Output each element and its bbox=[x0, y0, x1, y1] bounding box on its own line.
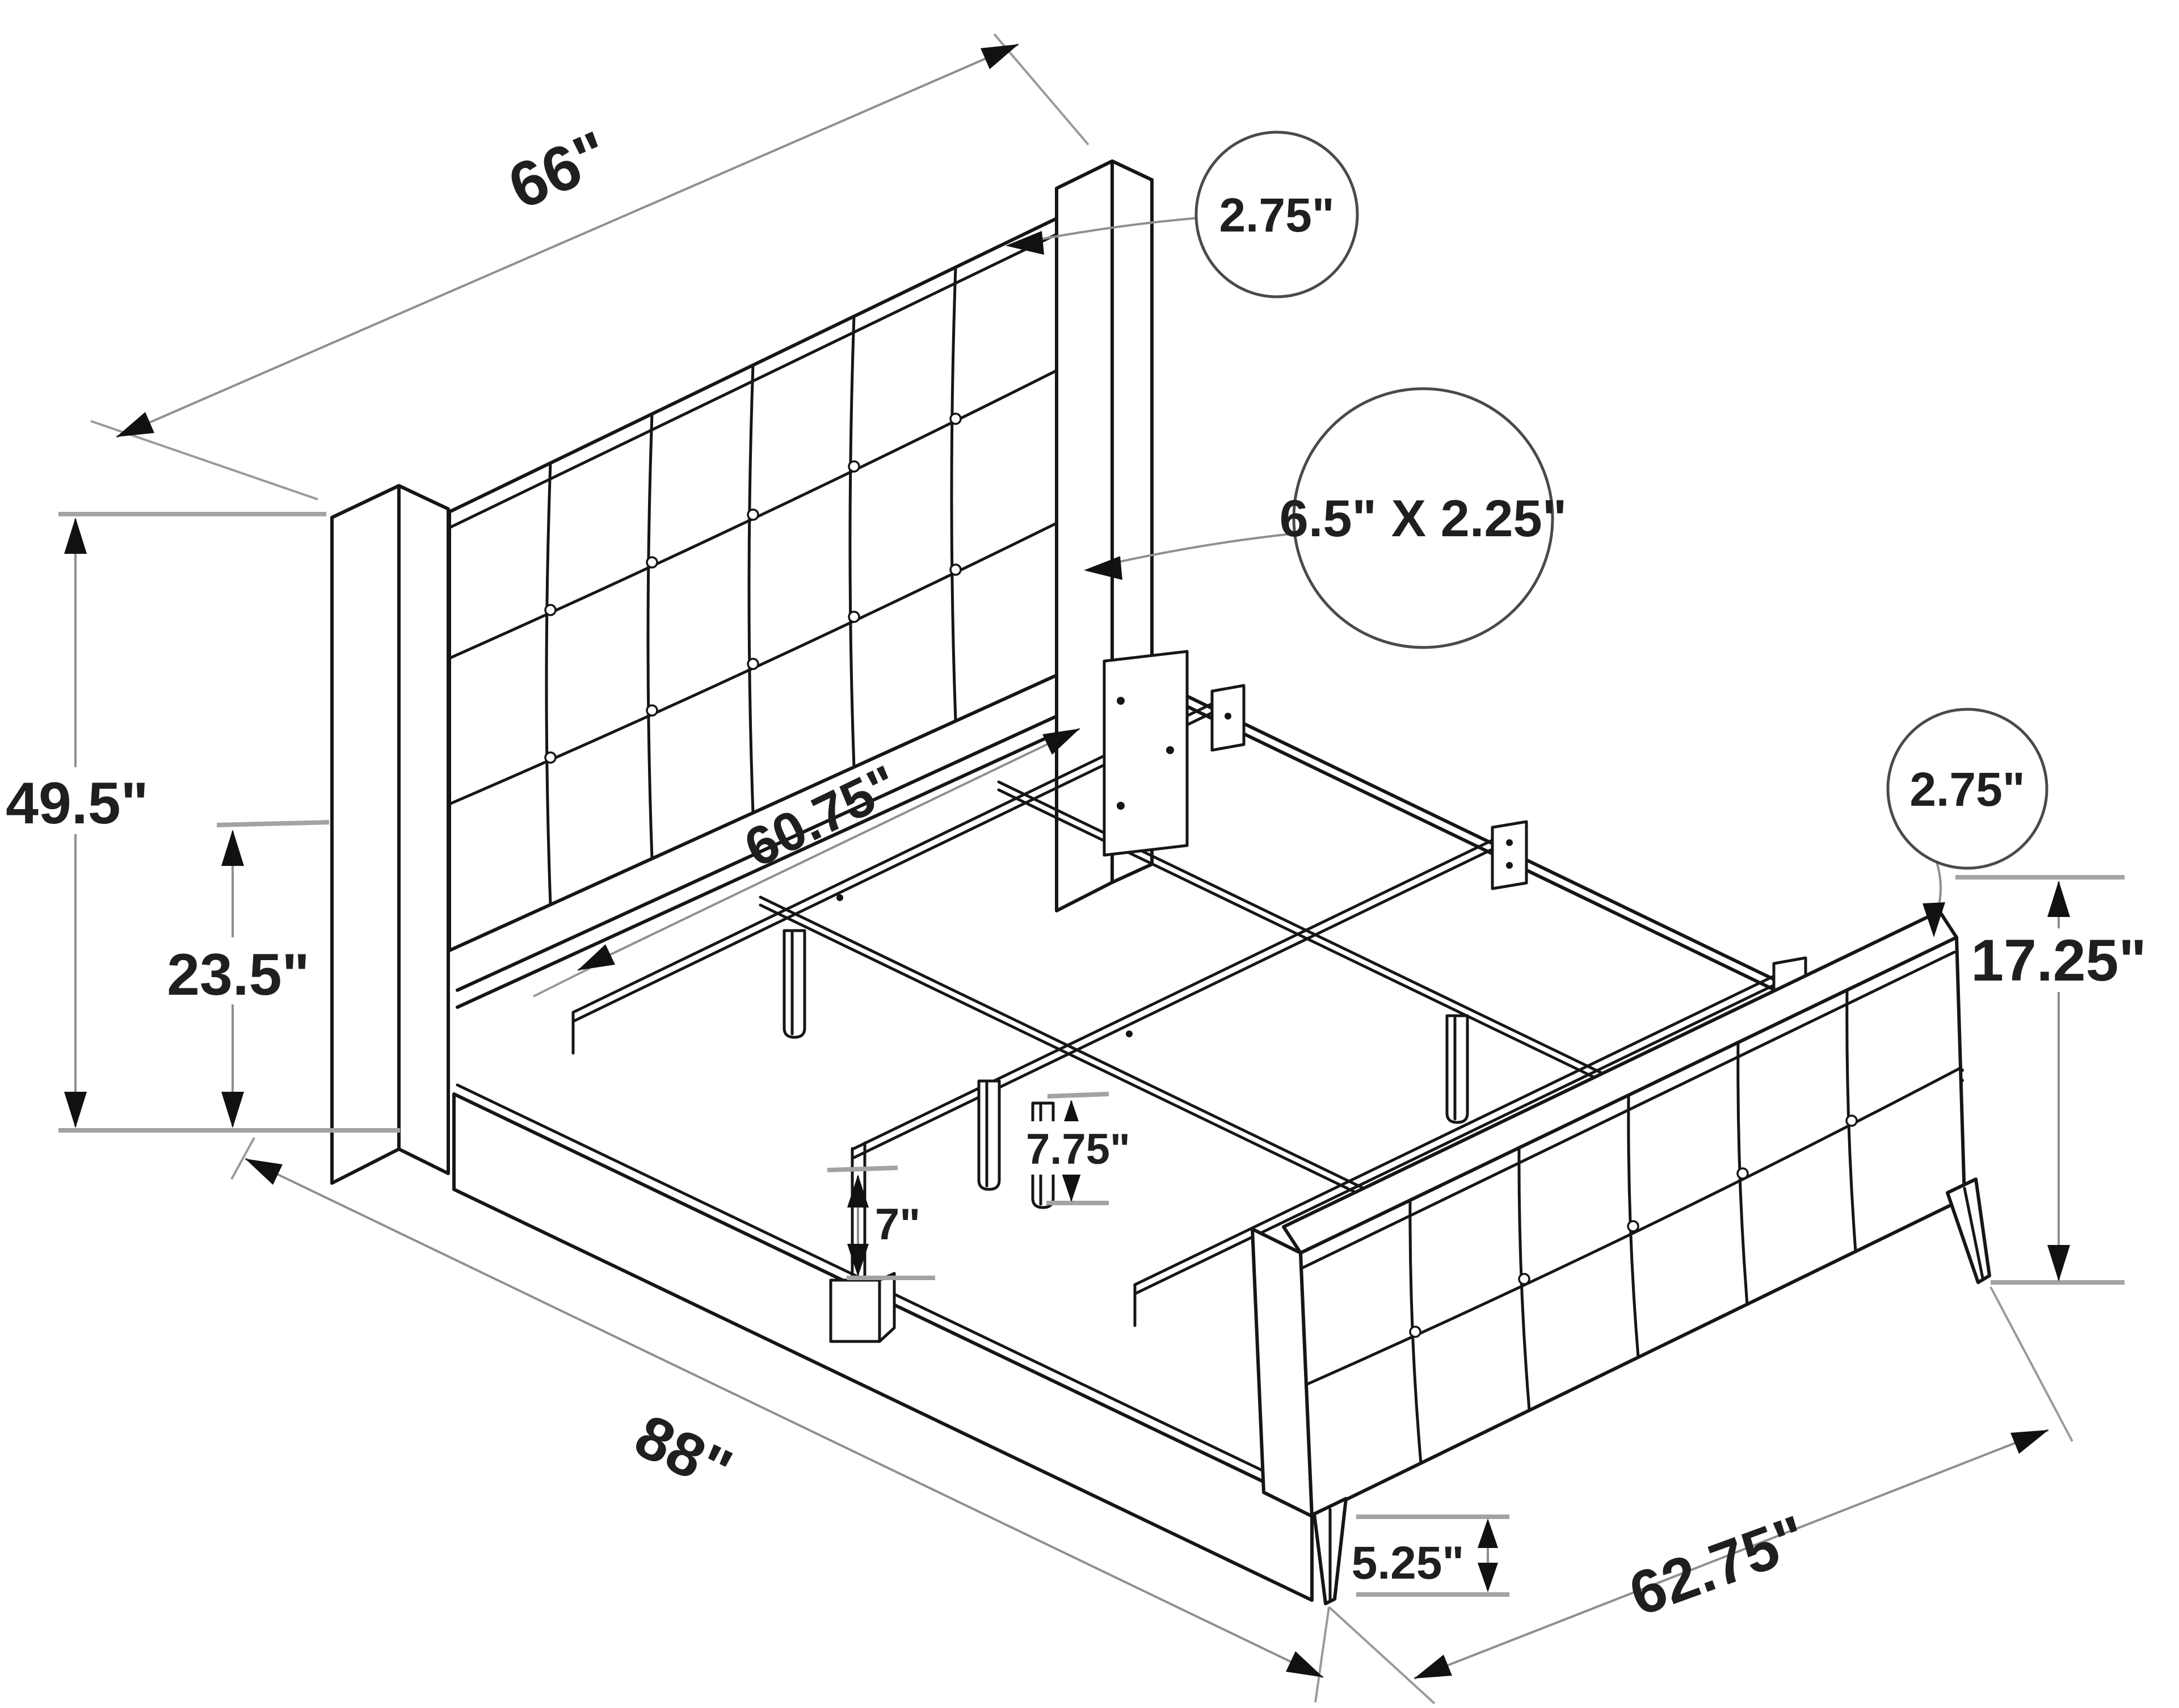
label-headboard-height: 49.5" bbox=[6, 771, 149, 836]
left-post-front-face bbox=[330, 484, 401, 1185]
arrowhead-icon bbox=[847, 1175, 869, 1208]
head-rail-bottom-edge bbox=[456, 709, 1108, 1009]
label-frame-width: 62.75" bbox=[1621, 1502, 1815, 1629]
arrowhead-icon bbox=[1414, 1655, 1452, 1678]
bed-frame-drawing bbox=[330, 159, 1991, 1605]
arrowhead-icon bbox=[2047, 881, 2070, 917]
callout-circle-headboard-thickness bbox=[1194, 131, 1359, 298]
extension-ticks bbox=[58, 33, 2125, 1705]
slat-end-plates bbox=[1210, 684, 1807, 1024]
label-headboard-thickness: 2.75" bbox=[1219, 188, 1334, 242]
arrowhead-icon bbox=[64, 518, 87, 554]
arrowhead-icon bbox=[1923, 902, 1945, 937]
dimension-arrowheads bbox=[64, 44, 2070, 1678]
arrowhead-icon bbox=[2010, 1430, 2048, 1454]
label-headboard-width: 66" bbox=[498, 117, 619, 222]
center-support-legs bbox=[783, 929, 1469, 1209]
arrowhead-icon bbox=[578, 944, 615, 970]
dim-line-62-75 bbox=[1414, 1429, 2049, 1680]
callout-bubbles bbox=[1006, 131, 2048, 937]
label-footboard-leg-height: 5.25" bbox=[1352, 1537, 1464, 1589]
label-footboard-height: 17.25" bbox=[1971, 928, 2147, 994]
label-post-lower-height: 23.5" bbox=[167, 942, 310, 1008]
label-footboard-thickness: 2.75" bbox=[1909, 763, 2025, 816]
arrowhead-icon bbox=[981, 44, 1019, 69]
label-frame-length: 88" bbox=[625, 1401, 742, 1505]
arrowhead-icon bbox=[1084, 556, 1122, 580]
headboard-left-post bbox=[330, 484, 450, 1185]
left-post-side-face bbox=[397, 484, 450, 1175]
dim-line-60-75 bbox=[577, 727, 1080, 971]
near-rail-front-face bbox=[452, 1092, 1314, 1602]
arrowhead-icon bbox=[1042, 729, 1080, 755]
arrowhead-icon bbox=[1286, 1651, 1323, 1677]
arrowhead-icon bbox=[1478, 1563, 1498, 1592]
label-rail-depth: 7" bbox=[875, 1199, 920, 1249]
dim-line-66 bbox=[116, 43, 1019, 438]
arrowhead-icon bbox=[1006, 231, 1044, 255]
mounting-bracket-plate bbox=[1103, 650, 1189, 857]
arrowhead-icon bbox=[1061, 1170, 1082, 1202]
callout-circle-bracket bbox=[1292, 387, 1554, 649]
headboard-tuft-seams bbox=[448, 266, 1058, 906]
arrowhead-icon bbox=[221, 1092, 244, 1128]
footboard-tuft-buttons bbox=[1409, 1114, 1858, 1338]
arrowhead-icon bbox=[221, 830, 244, 866]
footboard-right-leg bbox=[1946, 1177, 1991, 1284]
head-rail-top-edge bbox=[456, 692, 1108, 992]
arrowhead-icon bbox=[64, 1092, 87, 1128]
label-bracket-size: 6.5" X 2.25" bbox=[1280, 490, 1567, 548]
near-side-rail bbox=[452, 1083, 1317, 1602]
arrowhead-icon bbox=[1478, 1518, 1498, 1548]
footboard-legs bbox=[1313, 1177, 1991, 1605]
arrowhead-icon bbox=[116, 412, 154, 437]
arrowhead-icon bbox=[245, 1159, 283, 1185]
callout-leader bbox=[1093, 532, 1297, 569]
arrowhead-icon bbox=[847, 1244, 869, 1277]
label-support-leg-height: 7.75" bbox=[1026, 1125, 1130, 1173]
footboard bbox=[1251, 910, 1991, 1605]
headboard-panel bbox=[448, 217, 1058, 952]
dim-line-88 bbox=[245, 1158, 1324, 1678]
head-cross-rail bbox=[456, 692, 1108, 1009]
callout-circle-footboard-thickness bbox=[1886, 708, 2048, 870]
headboard-tuft-buttons bbox=[544, 413, 962, 764]
corner-foot-block bbox=[829, 1272, 896, 1343]
arrowhead-icon bbox=[2047, 1245, 2070, 1281]
